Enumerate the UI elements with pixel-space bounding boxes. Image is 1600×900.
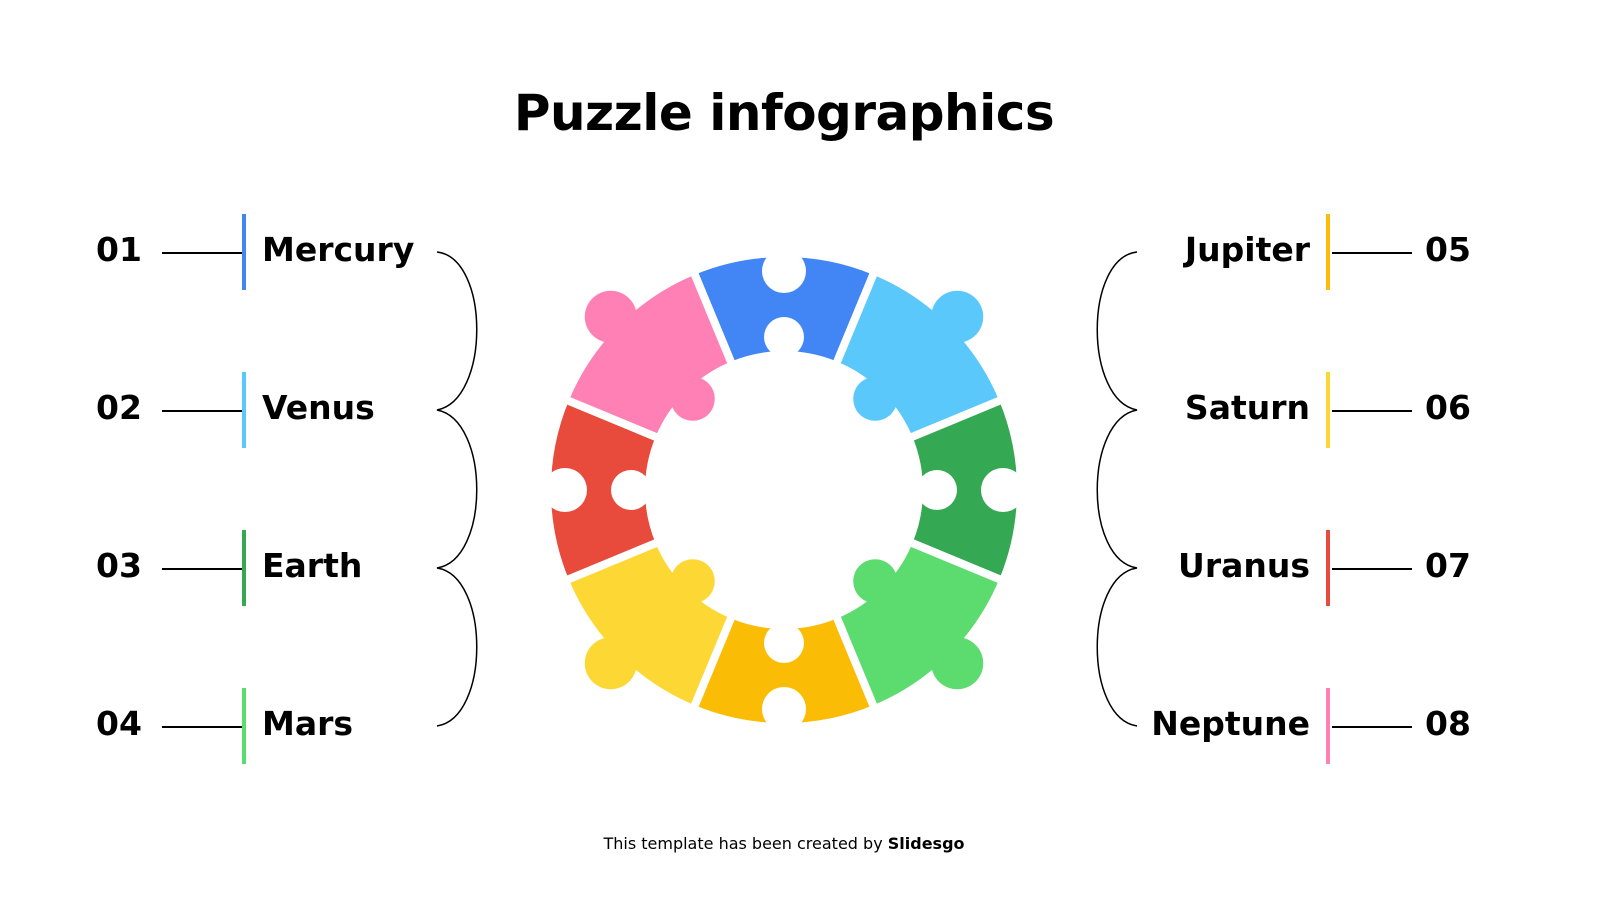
- color-bar: [1326, 688, 1330, 764]
- connector-line: [162, 410, 242, 412]
- puzzle-hole: [917, 470, 957, 510]
- item-number: 05: [1425, 230, 1471, 269]
- item-label: Jupiter: [1184, 230, 1310, 269]
- connector-line: [1332, 568, 1412, 570]
- color-bar: [242, 688, 246, 764]
- connector-line: [1332, 726, 1412, 728]
- puzzle-hole: [762, 687, 806, 731]
- item-number: 08: [1425, 704, 1471, 743]
- item-label: Venus: [262, 388, 375, 427]
- puzzle-knob: [931, 637, 984, 690]
- right-brace: [1096, 251, 1138, 727]
- puzzle-knob: [584, 290, 637, 343]
- puzzle-knob: [584, 637, 637, 690]
- item-label: Saturn: [1184, 388, 1310, 427]
- connector-line: [162, 568, 242, 570]
- color-bar: [242, 372, 246, 448]
- page-title: Puzzle infographics: [513, 84, 1055, 142]
- footer-credit: This template has been created by Slides…: [0, 834, 1568, 853]
- color-bar: [1326, 372, 1330, 448]
- puzzle-hole: [764, 623, 804, 663]
- puzzle-hole: [762, 249, 806, 293]
- item-number: 02: [96, 388, 142, 427]
- item-label: Mars: [262, 704, 354, 743]
- connector-line: [1332, 410, 1412, 412]
- item-number: 03: [96, 546, 142, 585]
- color-bar: [1326, 530, 1330, 606]
- puzzle-knob: [670, 559, 715, 604]
- connector-line: [162, 726, 242, 728]
- footer-brand: Slidesgo: [887, 834, 965, 853]
- puzzle-hole: [543, 468, 587, 512]
- connector-line: [1332, 252, 1412, 254]
- puzzle-hole: [764, 317, 804, 357]
- item-number: 04: [96, 704, 142, 743]
- puzzle-knob: [670, 376, 715, 421]
- connector-line: [162, 252, 242, 254]
- footer-text: This template has been created by: [603, 834, 888, 853]
- item-number: 06: [1425, 388, 1471, 427]
- puzzle-knob: [853, 559, 898, 604]
- color-bar: [1326, 214, 1330, 290]
- puzzle-hole: [611, 470, 651, 510]
- item-label: Neptune: [1151, 704, 1310, 743]
- item-label: Uranus: [1178, 546, 1310, 585]
- left-brace: [436, 251, 478, 727]
- puzzle-ring: [543, 249, 1025, 731]
- color-bar: [242, 530, 246, 606]
- item-label: Mercury: [262, 230, 415, 269]
- puzzle-hole: [981, 468, 1025, 512]
- puzzle-knob: [931, 290, 984, 343]
- item-number: 01: [96, 230, 142, 269]
- color-bar: [242, 214, 246, 290]
- item-number: 07: [1425, 546, 1471, 585]
- item-label: Earth: [262, 546, 363, 585]
- puzzle-knob: [853, 376, 898, 421]
